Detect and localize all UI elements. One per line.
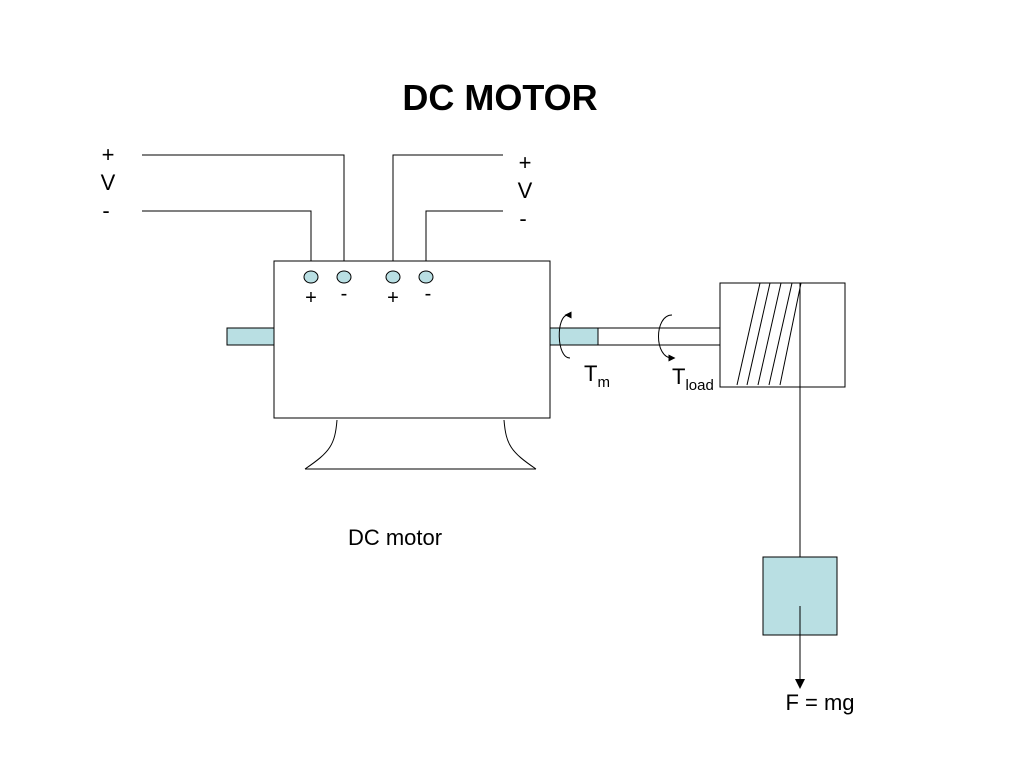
load-torque-arrow xyxy=(658,314,676,362)
terminal-1 xyxy=(303,270,319,284)
motor-base xyxy=(304,419,537,470)
motor-foot-left xyxy=(304,419,338,470)
left-supply-plus: + xyxy=(102,142,115,167)
supply-wires xyxy=(142,154,503,272)
terminals xyxy=(303,270,434,284)
terminal-4 xyxy=(418,270,434,284)
motor-torque-label: Tm xyxy=(584,361,610,391)
terminal-2 xyxy=(336,270,352,284)
wire-left-minus xyxy=(142,210,312,272)
terminal-label-4: - xyxy=(425,283,432,305)
motor-caption: DC motor xyxy=(348,525,442,550)
terminal-3 xyxy=(385,270,401,284)
force-label: F = mg xyxy=(785,690,854,715)
left-supply-minus: - xyxy=(102,198,109,223)
right-supply-minus: - xyxy=(519,206,526,231)
page-title: DC MOTOR xyxy=(402,77,597,118)
terminal-label-1: + xyxy=(305,287,317,309)
wire-right-minus xyxy=(425,210,503,272)
right-shaft-colored xyxy=(549,327,599,346)
terminal-label-2: - xyxy=(341,283,348,305)
motor-foot-right xyxy=(503,419,537,470)
motor-torque-arrow xyxy=(558,311,572,359)
wire-right-plus xyxy=(392,154,503,272)
motor-body xyxy=(273,260,551,419)
load-torque-label: Tload xyxy=(672,364,714,394)
right-supply-label: + V - xyxy=(518,150,533,231)
load-drum xyxy=(719,282,846,388)
terminal-label-3: + xyxy=(387,287,399,309)
terminal-labels: + - + - xyxy=(305,283,431,309)
drum-rope-windings xyxy=(736,282,802,386)
left-supply-label: + V - xyxy=(101,142,116,223)
left-supply-v: V xyxy=(101,170,116,195)
wire-left-plus xyxy=(142,154,345,272)
right-supply-plus: + xyxy=(519,150,532,175)
right-supply-v: V xyxy=(518,178,533,203)
left-shaft xyxy=(226,327,275,346)
